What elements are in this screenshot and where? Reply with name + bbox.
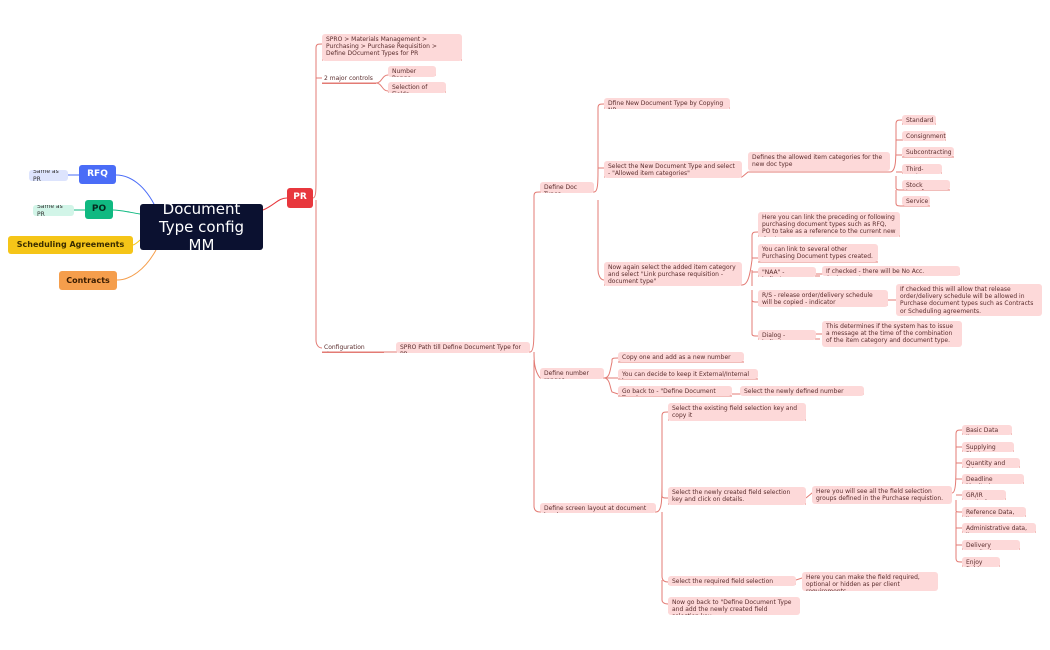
- link-note-node[interactable]: Here you can link the preceding or follo…: [758, 212, 900, 237]
- category-consignment[interactable]: Consignment: [902, 131, 946, 141]
- link-categories: [889, 119, 903, 207]
- category-standard[interactable]: Standard: [902, 115, 936, 125]
- select-number-range-node[interactable]: Select the newly defined number range.: [740, 386, 864, 396]
- major-controls-node[interactable]: 2 major controls: [322, 74, 376, 84]
- naa-indicator-node[interactable]: "NAA" - indicator: [758, 267, 816, 277]
- copy-nb-node[interactable]: Dfine New Document Type by Copying NB: [604, 98, 730, 109]
- rs-indicator-node[interactable]: R/S - release order/delivery schedule wi…: [758, 290, 888, 307]
- link-pr-children: [312, 43, 323, 349]
- required-optional-note-node[interactable]: Here you can make the field required, op…: [802, 572, 938, 591]
- link-numranges-under: [618, 361, 864, 397]
- po-node[interactable]: PO: [85, 200, 113, 219]
- link-controls: [375, 74, 446, 93]
- define-doc-types-node[interactable]: Define Doc Types: [540, 182, 594, 193]
- group-gr-ir-control[interactable]: GR/IR control: [962, 490, 1006, 500]
- rs-note-node[interactable]: If checked this will allow that release …: [896, 284, 1042, 316]
- spro-path-note[interactable]: SPRO > Materials Management > Purchasing…: [322, 34, 462, 61]
- link-groups: [951, 429, 963, 563]
- group-deadline-monitoring[interactable]: Deadline Monitoring: [962, 474, 1024, 484]
- group-reference-data[interactable]: Reference Data, item: [962, 507, 1026, 517]
- define-screen-layout-node[interactable]: Define screen layout at document level.: [540, 503, 656, 513]
- group-quantity-price[interactable]: Quantity and Price: [962, 458, 1020, 468]
- po-note: Same as PR: [33, 205, 74, 216]
- category-third-party[interactable]: Third-party: [902, 164, 942, 174]
- link-screen-children: [655, 411, 669, 605]
- defines-allowed-node[interactable]: Defines the allowed item categories for …: [748, 152, 890, 171]
- root-node[interactable]: Document Type config MM: [140, 204, 263, 250]
- field-groups-note-node[interactable]: Here you will see all the field selectio…: [812, 486, 952, 504]
- dialog-indicator-node[interactable]: Dialog - indicator: [758, 330, 816, 340]
- link-doctypes-under: [604, 107, 742, 286]
- group-basic-data[interactable]: Basic Data Item: [962, 425, 1012, 435]
- contracts-node[interactable]: Contracts: [59, 271, 117, 290]
- link-root-po: [112, 209, 141, 215]
- link-allowed-defines: [741, 171, 890, 178]
- category-service[interactable]: Service: [902, 196, 930, 206]
- select-allowed-node[interactable]: Select the New Document Type and select …: [604, 161, 742, 178]
- category-subcontracting[interactable]: Subcontracting: [902, 147, 954, 157]
- link-root-rfq: [115, 174, 157, 209]
- link-root-sched: [132, 239, 141, 246]
- several-note-node[interactable]: You can link to several other Purchasing…: [758, 244, 878, 262]
- select-new-key-node[interactable]: Select the newly created field selection…: [668, 487, 806, 505]
- select-required-group-node[interactable]: Select the required field selection grou…: [668, 576, 796, 586]
- link-spro-branches: [529, 191, 541, 513]
- spro-path-till-node[interactable]: SPRO Path till Define Document Type for …: [396, 342, 530, 353]
- select-existing-key-node[interactable]: Select the existing field selection key …: [668, 403, 806, 421]
- link-linkpr-children: [741, 231, 759, 337]
- define-number-ranges-node[interactable]: Define number ranges: [540, 368, 604, 379]
- rfq-node[interactable]: RFQ: [79, 165, 116, 184]
- dialog-note-node[interactable]: This determines if the system has to iss…: [822, 321, 962, 347]
- pr-node[interactable]: PR: [287, 188, 313, 208]
- copy-number-range-node[interactable]: Copy one and add as a new number range: [618, 352, 744, 362]
- category-stock-transfer[interactable]: Stock transfer: [902, 180, 950, 190]
- configuration-steps-node[interactable]: Configuration steps: [322, 343, 384, 353]
- go-back-doc-type-node[interactable]: Go back to - "Define Document Type": [618, 386, 732, 396]
- external-internal-node[interactable]: You can decide to keep it External/Inter…: [618, 369, 758, 379]
- scheduling-agreements-node[interactable]: Scheduling Agreements: [8, 236, 133, 254]
- number-range-node[interactable]: Number Range: [388, 66, 436, 77]
- group-administrative-data[interactable]: Administrative data, item: [962, 523, 1036, 533]
- link-doctypes-children: [593, 103, 605, 281]
- link-root-contracts: [116, 249, 157, 281]
- link-root-pr: [262, 197, 288, 211]
- selection-of-fields-node[interactable]: Selection of Fields: [388, 82, 446, 93]
- rfq-note: Same as PR: [29, 170, 68, 181]
- group-delivery-monitoring[interactable]: Delivery monitoring: [962, 540, 1020, 550]
- naa-note-node[interactable]: If checked - there will be No Acc. Assig…: [822, 266, 960, 276]
- link-pr-node[interactable]: Now again select the added item category…: [604, 262, 742, 286]
- link-numranges-children: [603, 357, 619, 395]
- group-supplying-plant[interactable]: Supplying Plant: [962, 442, 1014, 452]
- now-go-back-node[interactable]: Now go back to "Define Document Type and…: [668, 597, 800, 615]
